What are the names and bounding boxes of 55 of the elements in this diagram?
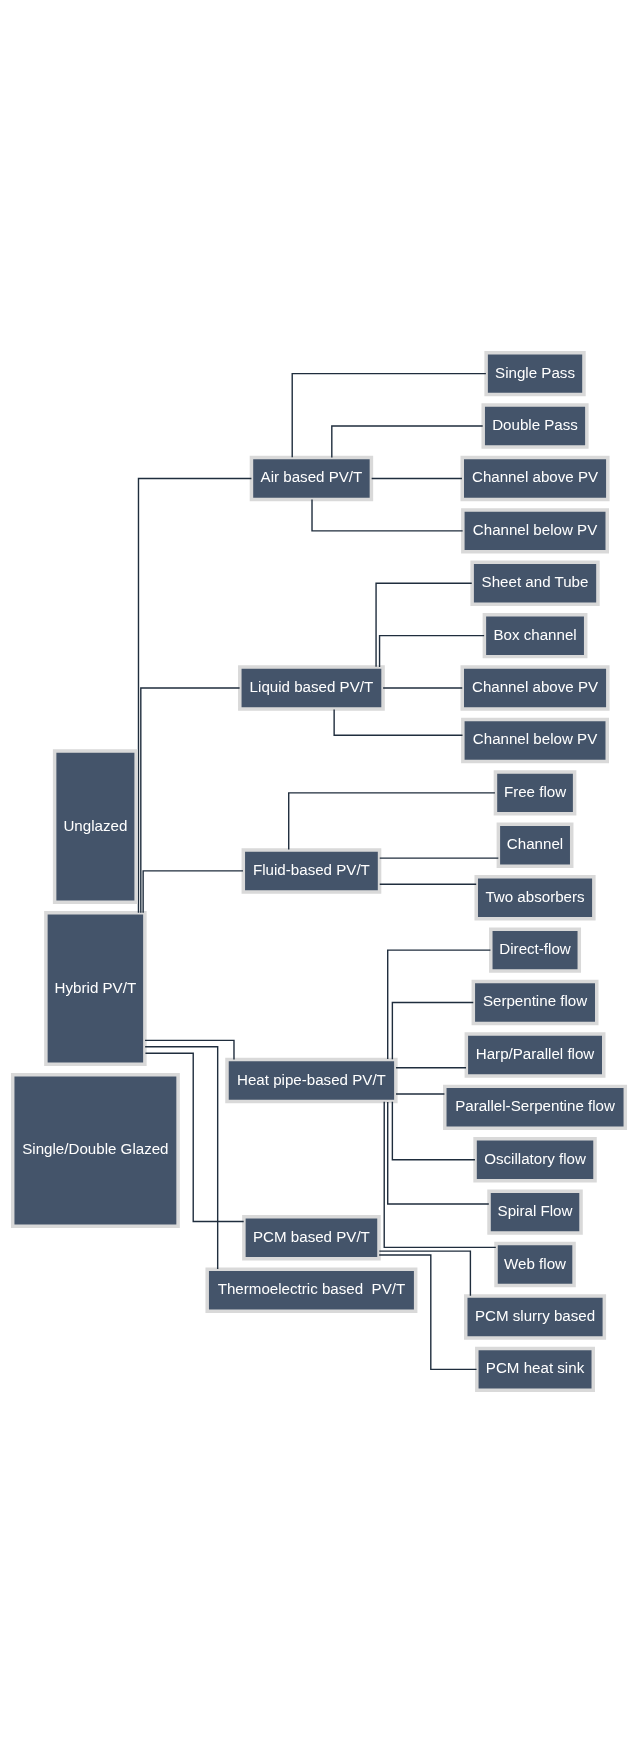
node-box: Channel above PV bbox=[460, 664, 610, 711]
connector bbox=[378, 634, 485, 668]
node-box: Unglazed bbox=[52, 748, 138, 904]
node-box: Channel above PV bbox=[460, 455, 610, 501]
node-box: Sheet and Tube bbox=[470, 560, 600, 606]
connector bbox=[288, 791, 496, 850]
connector bbox=[387, 948, 492, 1060]
node-box: Channel below PV bbox=[461, 507, 609, 554]
node-box: Fluid-based PV/T bbox=[241, 847, 382, 894]
connector bbox=[379, 883, 477, 885]
connector bbox=[378, 1253, 478, 1370]
connector bbox=[395, 1066, 467, 1068]
node-box: Single/Double Glazed bbox=[10, 1072, 180, 1228]
connector bbox=[144, 1052, 245, 1222]
connector bbox=[140, 686, 241, 913]
node-box: Hybrid PV/T bbox=[44, 910, 147, 1066]
connector bbox=[291, 372, 487, 458]
node-box: Air based PV/T bbox=[249, 455, 374, 501]
connector bbox=[382, 686, 463, 689]
connector bbox=[378, 1249, 472, 1296]
node-box: Direct-flow bbox=[489, 926, 582, 973]
connector bbox=[142, 869, 244, 913]
connector bbox=[311, 498, 464, 532]
connector bbox=[370, 477, 463, 479]
connector bbox=[395, 1092, 446, 1095]
node-box: Single Pass bbox=[484, 350, 586, 396]
node-box: Web flow bbox=[494, 1241, 576, 1287]
node-box: Parallel-Serpentine flow bbox=[443, 1084, 628, 1130]
node-box: Spiral Flow bbox=[487, 1188, 583, 1235]
node-box: PCM slurry based bbox=[464, 1293, 607, 1340]
connector bbox=[375, 582, 473, 668]
node-box: PCM based PV/T bbox=[242, 1214, 381, 1260]
connector bbox=[137, 477, 253, 913]
node-box: Channel bbox=[496, 822, 574, 868]
node-box: Harp/Parallel flow bbox=[464, 1031, 606, 1078]
node-box: Two absorbers bbox=[474, 874, 596, 920]
node-box: Liquid based PV/T bbox=[238, 664, 385, 711]
connector bbox=[391, 1100, 476, 1160]
node-box: PCM heat sink bbox=[475, 1346, 595, 1392]
node-box: Double Pass bbox=[481, 402, 589, 449]
connector bbox=[144, 1039, 235, 1060]
node-box: Free flow bbox=[493, 769, 577, 816]
connector bbox=[379, 856, 499, 859]
connector bbox=[333, 708, 464, 736]
node-box: Serpentine flow bbox=[471, 979, 599, 1025]
node-box: Thermoelectric based PV/T bbox=[205, 1266, 418, 1313]
connector bbox=[387, 1100, 490, 1205]
connector bbox=[383, 1100, 497, 1248]
node-box: Heat pipe-based PV/T bbox=[225, 1057, 398, 1103]
connector bbox=[391, 1001, 474, 1060]
node-box: Oscillatory flow bbox=[473, 1136, 597, 1182]
connector bbox=[144, 1045, 219, 1270]
node-box: Channel below PV bbox=[461, 717, 609, 763]
node-box: Box channel bbox=[482, 612, 588, 658]
connector bbox=[331, 424, 484, 458]
